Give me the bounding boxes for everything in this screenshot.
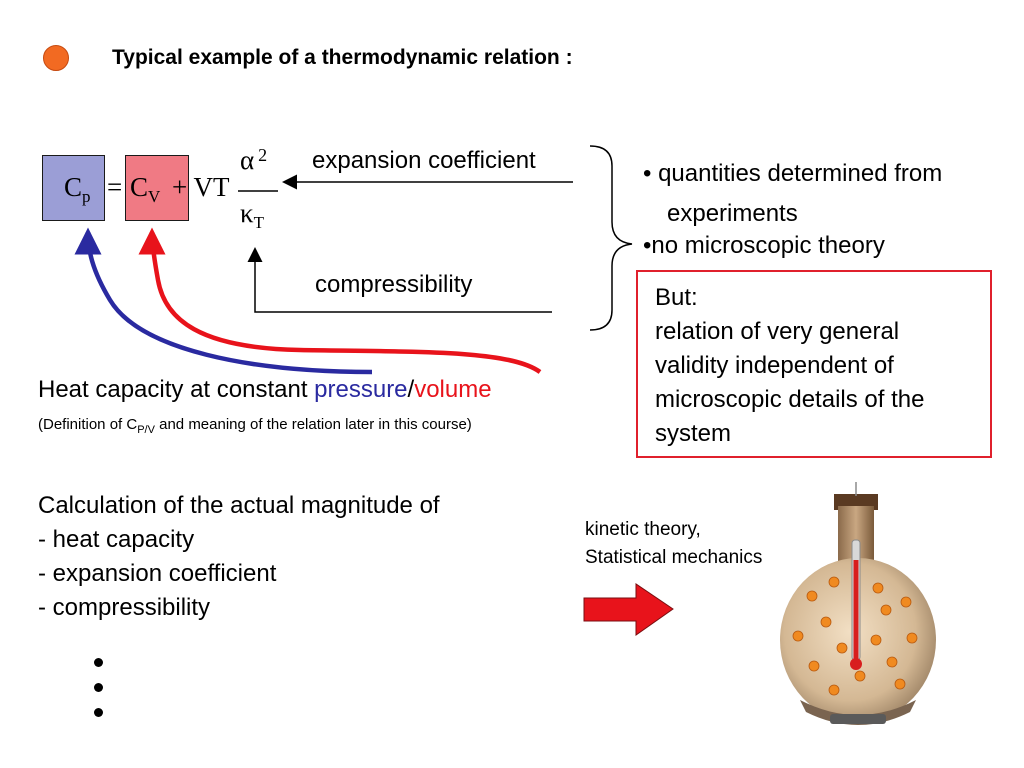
pressure-word: pressure <box>314 376 408 403</box>
calc-line: - heat capacity <box>38 526 195 553</box>
expansion-coefficient-label: expansion coefficient <box>312 147 536 174</box>
plus-vt: + VT <box>172 172 230 202</box>
calc-line: - compressibility <box>38 594 211 621</box>
compressibility-label: compressibility <box>315 271 473 298</box>
ellipsis-dot <box>94 683 103 692</box>
equals-sign: = <box>107 172 123 202</box>
bullet-experiments: experiments <box>667 200 798 227</box>
but-line: microscopic details of the <box>655 386 925 413</box>
slide-title: Typical example of a thermodynamic relat… <box>112 46 573 69</box>
bullet-quantities: • quantities determined from <box>643 160 943 187</box>
volume-curve <box>138 227 542 374</box>
but-line: relation of very general <box>655 318 900 345</box>
ellipsis-dot <box>94 708 103 717</box>
right-brace <box>589 145 633 331</box>
cv-highlight-box <box>125 155 189 221</box>
but-box-text: But: relation of very general validity i… <box>655 281 924 451</box>
compressibility-line <box>254 252 552 313</box>
but-line: validity independent of <box>655 352 894 379</box>
bullet-no-micro-theory: •no microscopic theory <box>643 232 885 259</box>
cv-symbol: CV <box>130 172 161 206</box>
flask-icon <box>780 482 936 725</box>
calc-line: - expansion coefficient <box>38 560 277 587</box>
cp-highlight-box <box>42 155 105 221</box>
heat-capacity-line: Heat capacity at constant pressure/volum… <box>38 376 492 403</box>
cp-symbol: Cp <box>64 172 91 206</box>
ellipsis-dot <box>94 658 103 667</box>
but-line: system <box>655 420 732 447</box>
calc-line: Calculation of the actual magnitude of <box>38 492 440 519</box>
definition-note: (Definition of CP/V and meaning of the r… <box>38 416 472 436</box>
red-arrow-icon <box>583 583 674 636</box>
but-box <box>636 270 992 458</box>
kinetic-theory-label: kinetic theory, Statistical mechanics <box>585 519 763 568</box>
kappa-t: κT <box>240 198 264 232</box>
but-line: But: <box>655 284 698 311</box>
pressure-curve <box>74 227 373 375</box>
orange-bullet-icon <box>43 45 69 71</box>
calculation-block: Calculation of the actual magnitude of -… <box>38 489 440 625</box>
volume-word: volume <box>414 376 492 403</box>
